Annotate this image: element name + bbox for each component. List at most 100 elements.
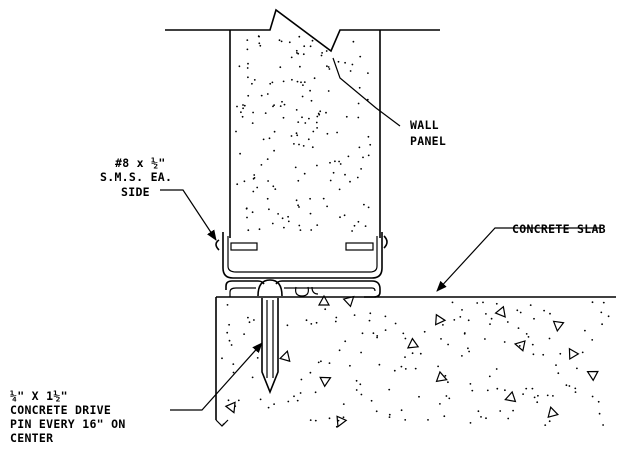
stipple-dot [227,399,230,402]
stipple-dot [242,104,244,106]
aggregate-triangle [434,313,447,326]
stipple-dot [443,415,446,418]
stipple-dot [222,423,225,426]
stipple-dot [287,215,289,218]
stipple-dot [342,403,345,405]
stipple-dot [309,45,312,48]
stipple-dot [602,424,604,426]
stipple-dot [419,352,422,355]
stipple-dot [282,80,285,83]
stipple-dot [447,343,449,346]
stipple-dot [228,323,231,326]
stipple-dot [301,95,304,98]
wall-panel [229,30,381,238]
stipple-dot [529,304,532,306]
slab-aggregate [224,294,599,428]
stipple-dot [309,89,311,92]
stipple-dot [351,63,354,66]
stipple-dot [490,317,493,320]
stipple-dot [461,309,463,311]
stipple-dot [602,301,605,304]
stipple-dot [359,55,362,58]
stipple-dot [317,112,320,115]
stipple-dot [311,146,314,149]
stipple-dot [296,52,298,54]
stipple-dot [344,173,346,176]
stipple-dot [388,413,391,416]
screw-leader [160,189,217,241]
right-screw-plate [345,242,374,251]
stipple-dot [314,391,317,394]
stipple-dot [548,337,551,340]
stipple-dot [444,374,447,377]
stipple-dot [344,340,347,343]
stipple-dot [267,180,269,182]
stipple-dot [597,400,600,403]
stipple-dot [260,164,263,166]
aggregate-triangle [342,295,355,308]
aggregate-triangle [319,376,332,388]
stipple-dot [394,322,397,325]
stipple-dot [360,168,362,170]
stipple-dot [293,143,295,145]
stipple-dot [232,363,235,365]
stipple-dot [549,312,551,315]
stipple-dot [355,379,358,382]
stipple-dot [461,355,463,357]
stipple-dot [338,349,341,352]
stipple-dot [349,180,351,183]
stipple-dot [251,211,254,214]
stipple-dot [247,76,249,79]
stipple-dot [281,100,283,103]
stipple-dot [315,121,318,124]
stipple-dot [299,392,302,394]
stipple-dot [232,371,235,374]
stipple-dot [299,65,301,68]
sill-lip [311,286,319,295]
stipple-dot [247,94,250,97]
stipple-dot [459,316,462,318]
stipple-dot [471,389,474,392]
stipple-dot [328,68,331,70]
stipple-dot [266,93,269,95]
drive-pin-head [257,279,283,297]
stipple-dot [334,160,336,163]
stipple-dot [358,146,361,149]
wall-panel-label-line-1: WALL [410,118,439,132]
stipple-dot [253,79,256,81]
stipple-dot [296,399,299,402]
stipple-dot [349,70,352,72]
stipple-dot [353,314,356,316]
stipple-dot [536,401,539,404]
stipple-dot [268,208,270,211]
stipple-dot [469,422,472,424]
stipple-dot [299,229,302,232]
stipple-dot [338,188,341,191]
stipple-dot [307,138,310,141]
pin-label-line-4: CENTER [10,431,53,445]
stipple-dot [357,220,360,223]
stipple-dot [384,315,387,318]
stipple-dot [282,116,285,119]
stipple-dot [402,332,405,335]
stipple-dot [327,90,330,92]
stipple-dot [248,321,251,324]
stipple-dot [544,424,547,426]
stipple-dot [237,399,240,402]
right-screw-head [383,235,388,249]
stipple-dot [264,112,267,114]
stipple-dot [319,110,322,113]
stipple-dot [273,130,276,133]
stipple-dot [287,220,290,223]
stipple-dot [297,179,300,182]
stipple-dot [303,172,306,175]
stipple-dot [485,313,487,315]
stipple-dot [253,174,256,176]
stipple-dot [360,351,362,354]
stipple-dot [600,311,603,314]
stipple-dot [404,337,407,340]
stipple-dot [532,353,535,356]
stipple-dot [241,115,244,118]
stipple-dot [235,130,237,133]
stipple-dot [258,35,260,38]
